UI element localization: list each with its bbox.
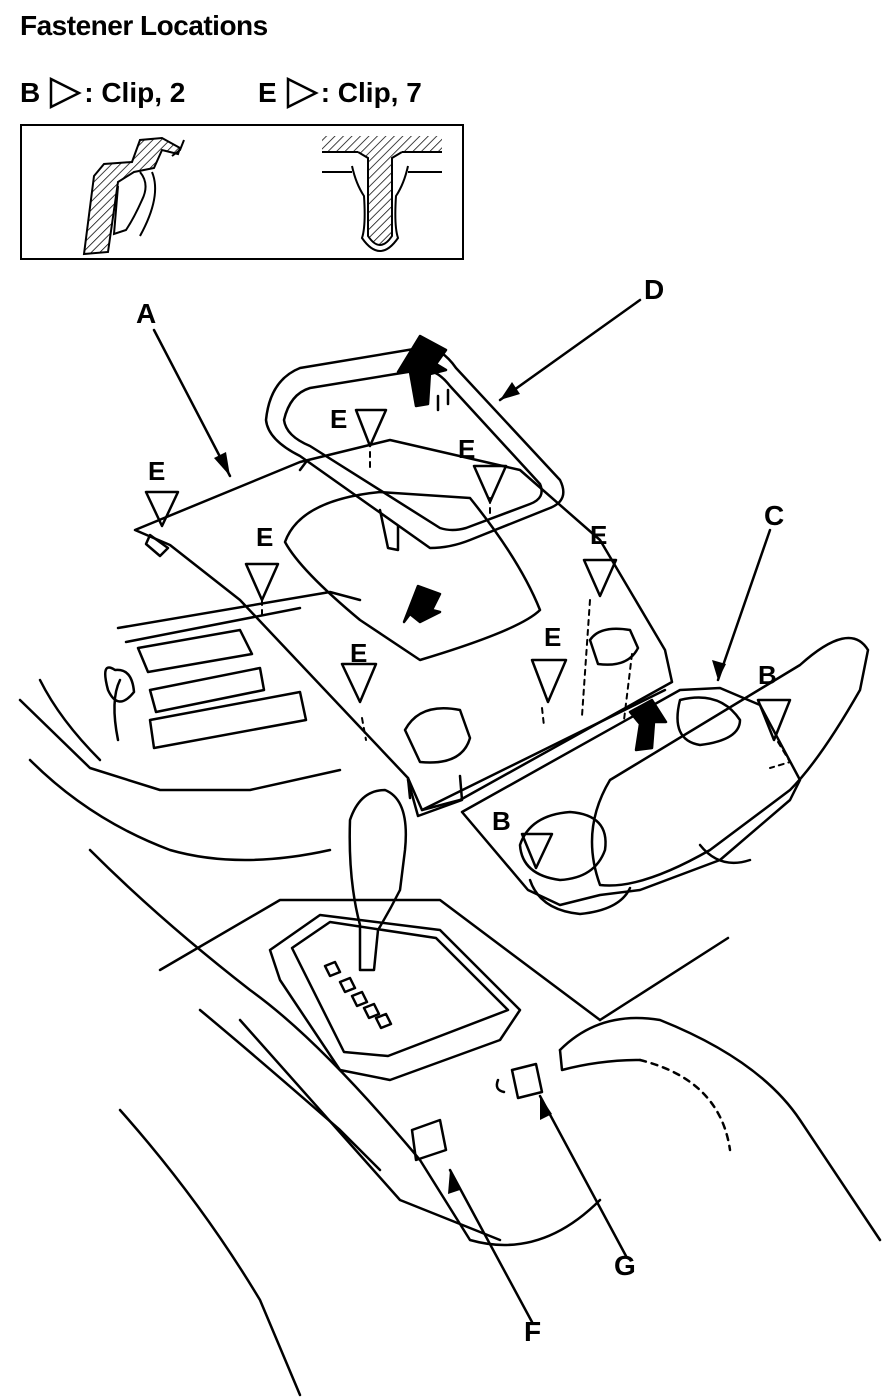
cupholder-c <box>460 636 870 916</box>
callout-f: F <box>524 1316 542 1347</box>
clip-cross-section-drawing <box>82 136 442 256</box>
clip-detail-inset <box>20 124 464 260</box>
center-stack <box>18 590 362 862</box>
clip-e-section <box>322 136 442 252</box>
leader-d <box>498 298 642 402</box>
callout-d: D <box>644 274 665 305</box>
leader-c <box>716 528 772 682</box>
callout-g: G <box>614 1250 636 1281</box>
console-body <box>88 848 882 1397</box>
callout-c: C <box>764 500 785 531</box>
leader-f <box>448 1168 534 1324</box>
clip-label-e: E <box>458 434 476 464</box>
legend-clip-e: E : Clip, 7 <box>258 76 422 110</box>
clip-label-e: E <box>544 622 562 652</box>
clip-label-e: E <box>590 520 608 550</box>
leader-a <box>152 328 232 478</box>
clip-triangle-icon <box>49 76 83 110</box>
panel-a <box>133 438 674 818</box>
clip-label-e: E <box>256 522 274 552</box>
clip-label-b: B <box>758 660 777 690</box>
legend-clip-b: B : Clip, 2 <box>20 76 185 110</box>
hidden-clip-lines <box>261 451 791 769</box>
clip-label-e: E <box>330 404 348 434</box>
clip-triangle-icon <box>286 76 319 110</box>
clip-b-section <box>82 136 185 256</box>
leader-lines <box>152 298 772 1324</box>
page-title: Fastener Locations <box>20 10 268 41</box>
leader-g <box>538 1094 628 1258</box>
legend-code-e: E <box>258 77 277 108</box>
clip-label-b: B <box>492 806 511 836</box>
shift-lever <box>268 788 522 1082</box>
ring-d <box>264 334 565 552</box>
callout-a: A <box>136 298 157 329</box>
legend-code-b: B <box>20 77 41 108</box>
legend-text-e: : Clip, 7 <box>320 77 422 108</box>
legend-text-b: : Clip, 2 <box>84 77 186 108</box>
clip-triangles <box>144 408 792 870</box>
clip-label-e: E <box>350 638 368 668</box>
clip-label-e: E <box>148 456 166 486</box>
